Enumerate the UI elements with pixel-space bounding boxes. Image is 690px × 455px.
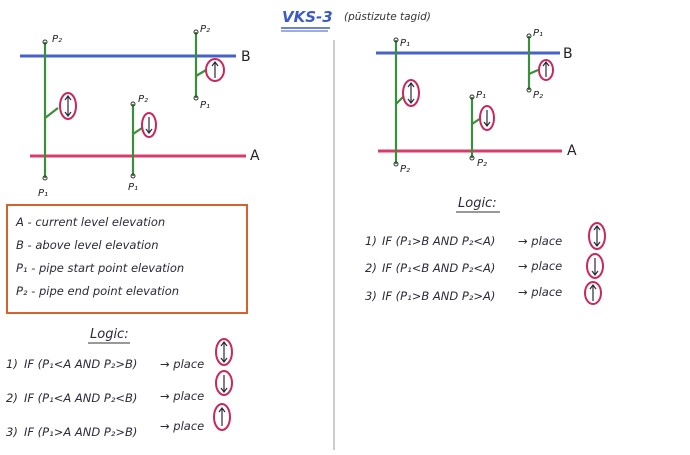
right-above-level-label: B [563,46,573,62]
left-pipe-3-leader [195,69,207,77]
right-rule-3-action: → place [518,285,562,299]
left-rule-3-index: 3) [6,425,18,439]
left-above-level-label: B [241,49,251,65]
legend-item-p1: P₁ - pipe start point elevation [16,261,184,275]
legend-box [6,204,248,314]
legend-item-b: B - above level elevation [16,238,159,252]
right-pipe-1-top-node [393,37,399,43]
right-pipe-3-p2-label: P₂ [533,90,543,101]
down-arrow-icon [586,253,604,279]
up-arrow-icon [584,281,602,305]
left-pipe-1-top-node [42,39,48,45]
right-pipe-3-leader [528,68,539,76]
right-pipe-2-top-node [469,94,475,100]
left-logic-heading: Logic: [90,327,129,342]
right-rule-1-index: 1) [365,234,377,248]
left-pipe-1-p2-label: P₂ [52,34,62,45]
left-rule-1-condition: IF (P₁<A AND P₂>B) [24,357,137,371]
page-title: VKS-3 [282,8,333,26]
right-rule-1-action: → place [518,234,562,248]
left-pipe-2-top-node [130,101,136,107]
up-down-arrow-icon [215,338,233,366]
down-arrow-icon [215,370,233,396]
right-pipe-1-p1-label: P₁ [400,38,410,49]
right-pipe-1-p2-label: P₂ [400,164,410,175]
left-pipe-1-leader [44,107,59,119]
down-arrow-icon [479,105,495,131]
left-rule-2-condition: IF (P₁<A AND P₂<B) [24,391,137,405]
right-current-level-label: A [567,143,577,159]
left-rule-3: 3) IF (P₁>A AND P₂>B) → place [6,403,231,439]
left-pipe-2-leader [132,127,143,135]
left-pipe-1-p1-label: P₁ [38,188,48,199]
up-arrow-icon [213,403,231,431]
right-rule-2-action: → place [518,259,562,273]
page-subtitle: (pūstizute tagid) [344,11,431,23]
right-rule-3-condition: IF (P₁>B AND P₂>A) [382,289,495,303]
left-rule-1-action: → place [160,357,204,371]
up-down-arrow-icon [59,92,77,120]
up-arrow-icon [205,58,225,82]
left-current-level-label: A [250,148,260,164]
right-pipe-1-bottom-node [393,161,399,167]
right-pipe-2-p2-label: P₂ [477,158,487,169]
left-rule-2-index: 2) [6,391,18,405]
left-pipe-3-p2-label: P₂ [200,24,210,35]
left-pipe-2-bottom-node [130,173,136,179]
left-rule-2-action: → place [160,389,204,403]
right-pipe-3-p1-label: P₁ [533,28,543,39]
right-pipe-3-top-node [526,33,532,39]
right-pipe-2-bottom-node [469,155,475,161]
up-down-arrow-icon [402,79,420,107]
right-rule-2-condition: IF (P₁<B AND P₂<A) [382,261,495,275]
right-logic-heading: Logic: [458,196,497,211]
up-arrow-icon [538,59,554,81]
left-pipe-2-p1-label: P₁ [128,182,138,193]
legend-item-p2: P₂ - pipe end point elevation [16,284,179,298]
left-rule-3-action: → place [160,419,204,433]
left-pipe-3-top-node [193,29,199,35]
right-rule-3-index: 3) [365,289,377,303]
left-pipe-3-bottom-node [193,95,199,101]
right-rule-1-condition: IF (P₁>B AND P₂<A) [382,234,495,248]
left-rule-2: 2) IF (P₁<A AND P₂<B) → place [6,370,233,405]
right-pipe-2-p1-label: P₁ [476,90,486,101]
right-rule-2-index: 2) [365,261,377,275]
right-rule-3: 3) IF (P₁>B AND P₂>A) → place [365,281,602,305]
right-rule-1: 1) IF (P₁>B AND P₂<A) → place [365,222,606,250]
up-down-arrow-icon [588,222,606,250]
left-rule-1-index: 1) [6,357,18,371]
legend-item-a: A - current level elevation [15,215,165,229]
left-rule-3-condition: IF (P₁>A AND P₂>B) [24,425,137,439]
right-pipe-3-bottom-node [526,87,532,93]
down-arrow-icon [141,112,157,138]
left-pipe-2-p2-label: P₂ [138,94,148,105]
left-pipe-3-p1-label: P₁ [200,100,210,111]
right-rule-2: 2) IF (P₁<B AND P₂<A) → place [365,253,604,279]
left-rule-1: 1) IF (P₁<A AND P₂>B) → place [6,338,233,371]
left-pipe-1-bottom-node [42,175,48,181]
